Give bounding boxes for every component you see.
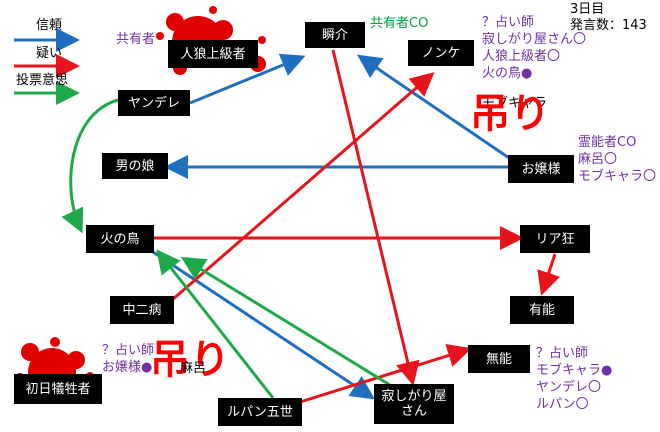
edge-riakyou-to-yuunou — [537, 253, 561, 296]
node-shunsuke[interactable]: 瞬介 — [305, 22, 365, 48]
node-otokonoko[interactable]: 男の娘 — [102, 153, 168, 179]
note-top-right-line: 人狼上級者〇 — [482, 49, 561, 64]
node-lupin-gosei[interactable]: ルパン五世 — [218, 398, 302, 426]
note-bottom-left: ？占い師 お嬢様● — [102, 342, 154, 376]
note-top-right-line: ？占い師 — [482, 15, 535, 30]
node-hinotori[interactable]: 火の鳥 — [86, 225, 154, 253]
edge-lupin-to-munou — [299, 343, 472, 404]
node-chuunibyou[interactable]: 中二病 — [110, 296, 174, 324]
edge-lupin-to-hinotori — [156, 249, 275, 399]
node-sabishigari[interactable]: 寂しがり屋さん — [374, 384, 454, 424]
node-yuunou[interactable]: 有能 — [510, 296, 574, 324]
legend-vote-label: 投票意思 — [16, 73, 69, 88]
note-top-right-line: 寂しがり屋さん〇 — [482, 32, 587, 47]
edge-sabishigari-to-hinotori — [180, 256, 391, 387]
note-munou-line: ルパン〇 — [536, 397, 589, 412]
node-jinrou-joukyuusha[interactable]: 人狼上級者 — [168, 40, 258, 68]
mobkyara-label: モブキャラ — [482, 96, 548, 111]
note-top-right-line: 火の鳥● — [482, 66, 533, 81]
note-ojousama-line: 麻呂〇 — [578, 152, 618, 167]
edge-shunsuke-to-sabishigari — [331, 49, 420, 386]
note-bottom-left-line: お嬢様● — [102, 360, 153, 375]
note-munou: ？占い師 モブキャラ● ヤンデレ〇 ルパン〇 — [536, 345, 612, 413]
note-munou-line: モブキャラ● — [536, 363, 613, 378]
tsuri-mark-bottom: 吊り — [150, 337, 230, 383]
node-yandere[interactable]: ヤンデレ — [118, 90, 190, 116]
note-bottom-left-maro: 麻呂 — [180, 361, 207, 376]
node-riakyou[interactable]: リア狂 — [520, 225, 590, 253]
tsuri-mark-top: 吊り — [470, 91, 550, 137]
post-count: 発言数：143 — [570, 18, 647, 33]
kyouyuusha-label: 共有者 — [116, 32, 156, 47]
note-ojousama: 霊能者CO 麻呂〇 モブキャラ〇 — [578, 134, 656, 185]
note-ojousama-line: モブキャラ〇 — [578, 169, 657, 184]
node-munou[interactable]: 無能 — [468, 345, 530, 373]
note-bottom-left-line: ？占い師 — [102, 343, 155, 358]
kyouyuusha-co-label: 共有者CO — [370, 16, 429, 31]
node-ojousama[interactable]: お嬢様 — [508, 155, 574, 183]
edge-ojousama-to-nonke — [357, 54, 513, 162]
node-shoka-giseisha[interactable]: 初日犠牲者 — [14, 374, 102, 404]
note-ojousama-line: 霊能者CO — [578, 135, 637, 150]
edge-chuunibyou-to-nonke — [171, 72, 435, 302]
note-munou-line: ヤンデレ〇 — [536, 380, 602, 395]
day-counter: 3日目 — [570, 2, 605, 17]
node-nonke[interactable]: ノンケ — [408, 40, 474, 66]
legend-doubt-label: 疑い — [36, 46, 63, 61]
note-munou-line: ？占い師 — [536, 346, 589, 361]
legend-trust-label: 信頼 — [36, 18, 63, 33]
edge-yandere-to-hinotori — [61, 98, 119, 234]
edge-yandere-to-shunsuke — [189, 53, 306, 105]
note-top-right: ？占い師 寂しがり屋さん〇 人狼上級者〇 火の鳥● — [482, 14, 586, 82]
